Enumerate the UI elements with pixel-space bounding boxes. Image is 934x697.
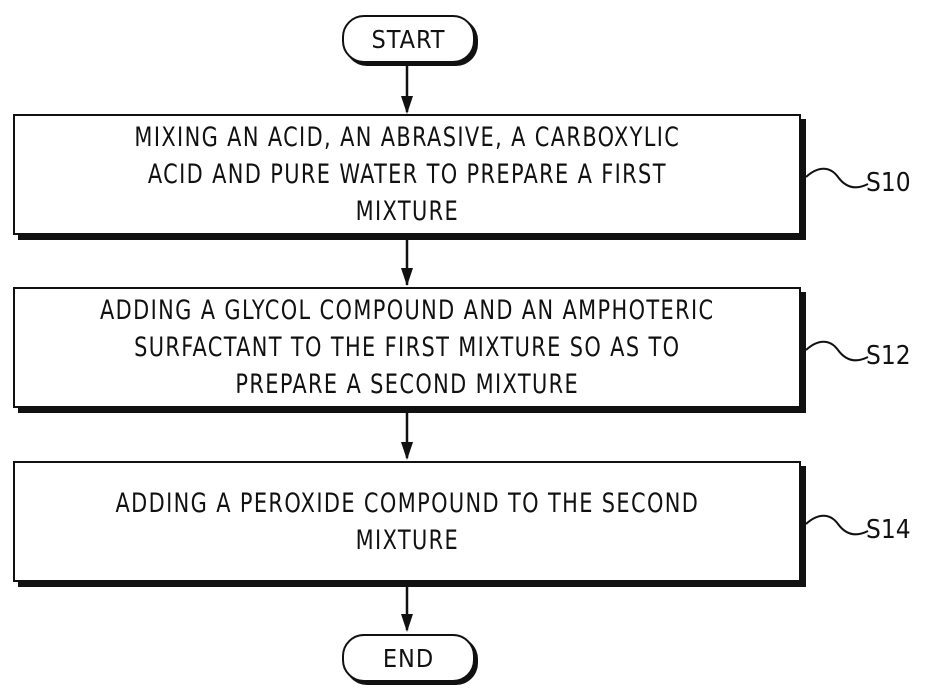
- step-text-s12: ADDING A GLYCOL COMPOUND AND AN AMPHOTER…: [100, 292, 714, 403]
- arrowhead-end: [401, 614, 413, 632]
- end-label: END: [383, 644, 434, 673]
- step-line: ADDING A PEROXIDE COMPOUND TO THE SECOND: [115, 485, 699, 522]
- step-line: ADDING A GLYCOL COMPOUND AND AN AMPHOTER…: [100, 292, 714, 329]
- step-label-s14: S14: [866, 515, 911, 545]
- step-label-s12: S12: [866, 341, 911, 371]
- leader-line-s14: [806, 516, 868, 535]
- leader-line-s12: [806, 342, 868, 361]
- start-terminal: START: [342, 15, 475, 63]
- start-label: START: [372, 25, 446, 54]
- arrowhead-s10: [401, 96, 413, 114]
- step-label-s10: S10: [866, 168, 911, 198]
- step-line: ACID AND PURE WATER TO PREPARE A FIRST: [134, 156, 680, 193]
- leader-line-s10: [806, 169, 868, 188]
- step-line: PREPARE A SECOND MIXTURE: [100, 366, 714, 403]
- step-line: MIXTURE: [134, 193, 680, 230]
- arrowhead-s14: [401, 442, 413, 460]
- step-line: SURFACTANT TO THE FIRST MIXTURE SO AS TO: [100, 329, 714, 366]
- arrowhead-s12: [401, 268, 413, 286]
- step-box-s14: ADDING A PEROXIDE COMPOUND TO THE SECOND…: [13, 461, 801, 582]
- step-line: MIXING AN ACID, AN ABRASIVE, A CARBOXYLI…: [134, 119, 680, 156]
- step-text-s14: ADDING A PEROXIDE COMPOUND TO THE SECOND…: [115, 485, 699, 559]
- end-terminal: END: [342, 634, 475, 682]
- step-box-s12: ADDING A GLYCOL COMPOUND AND AN AMPHOTER…: [13, 287, 801, 408]
- step-line: MIXTURE: [115, 522, 699, 559]
- step-text-s10: MIXING AN ACID, AN ABRASIVE, A CARBOXYLI…: [134, 119, 680, 230]
- step-box-s10: MIXING AN ACID, AN ABRASIVE, A CARBOXYLI…: [13, 114, 801, 235]
